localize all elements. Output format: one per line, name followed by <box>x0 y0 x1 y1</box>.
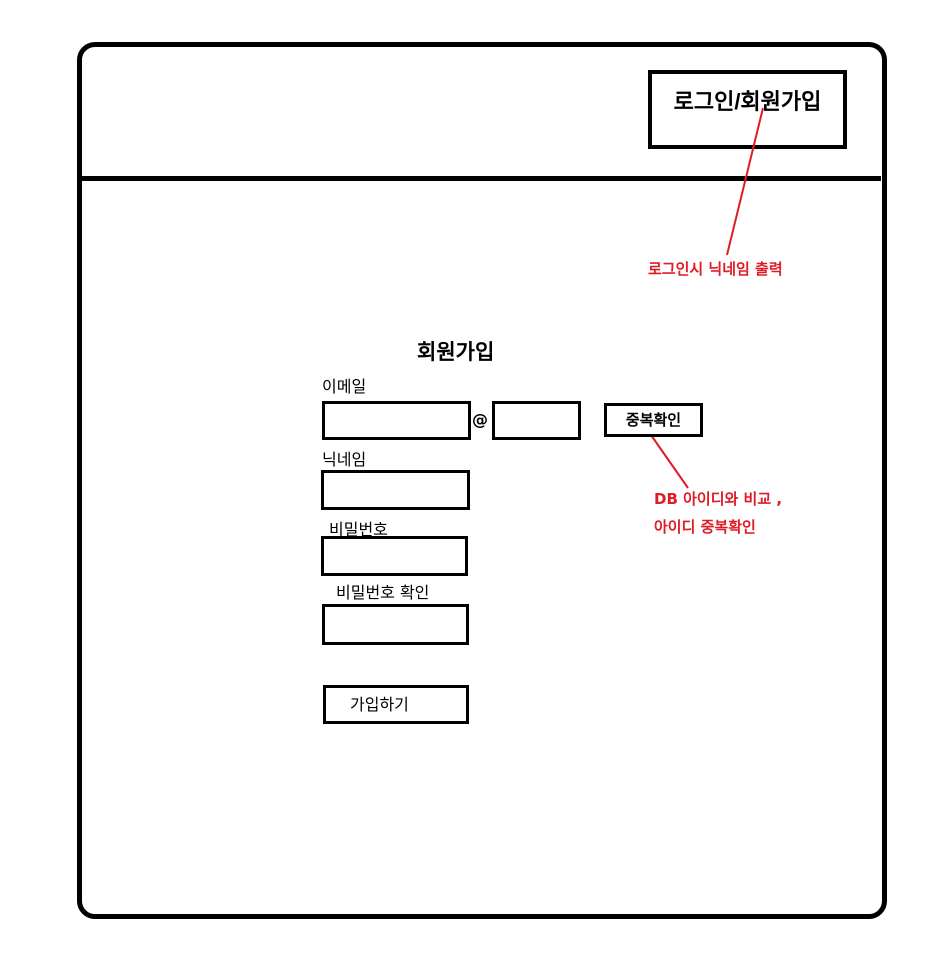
password-input[interactable] <box>321 536 468 576</box>
email-at-sign: @ <box>472 410 488 429</box>
login-nickname-note: 로그인시 닉네임 출력 <box>648 260 783 278</box>
password-label: 비밀번호 <box>329 520 388 539</box>
page-frame <box>77 42 887 919</box>
nickname-label: 닉네임 <box>322 450 367 469</box>
header-divider <box>79 176 881 181</box>
duplicate-check-button[interactable]: 중복확인 <box>604 403 703 437</box>
email-id-input[interactable] <box>322 401 471 440</box>
signup-submit-button[interactable]: 가입하기 <box>323 685 469 724</box>
email-label: 이메일 <box>322 377 367 396</box>
login-signup-label: 로그인/회원가입 <box>673 89 822 114</box>
email-domain-input[interactable] <box>492 401 581 440</box>
dup-check-note-line1: DB 아이디와 비교 , <box>654 490 783 508</box>
password-confirm-label: 비밀번호 확인 <box>336 583 430 602</box>
password-confirm-input[interactable] <box>322 604 469 645</box>
dup-check-note-line2: 아이디 중복확인 <box>654 518 756 536</box>
nickname-input[interactable] <box>321 470 470 510</box>
signup-title: 회원가입 <box>417 340 495 364</box>
login-signup-button[interactable]: 로그인/회원가입 <box>648 70 847 149</box>
